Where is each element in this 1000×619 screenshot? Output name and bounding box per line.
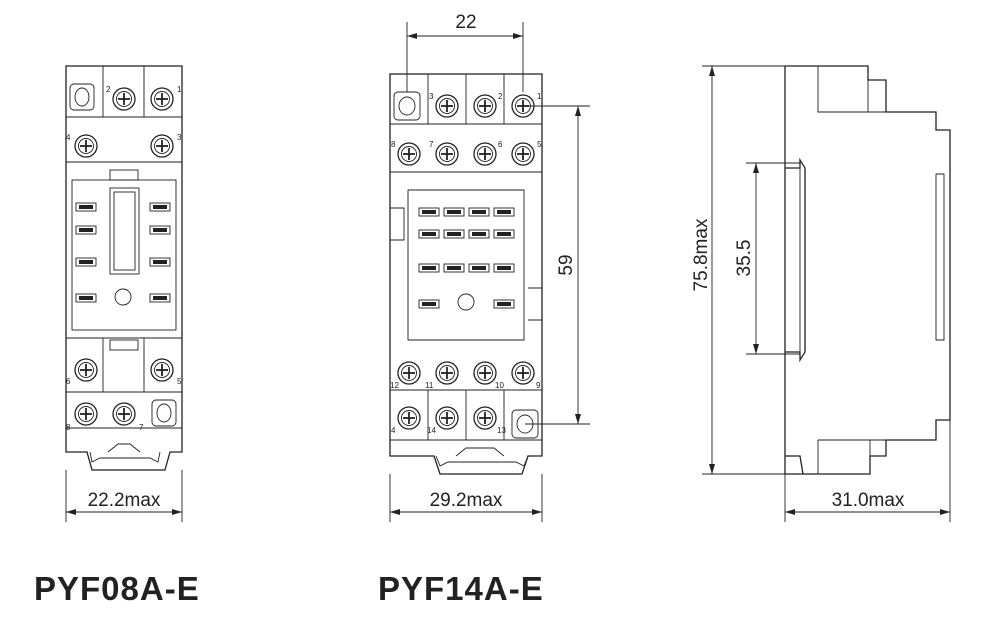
pin-label-left-6: 6 (66, 377, 71, 386)
pin-label-mid-1: 1 (537, 92, 542, 101)
side-depth-label: 31.0max (832, 490, 905, 511)
pin-label-left-5: 5 (177, 377, 182, 386)
middle-height-dimension: 59 (523, 105, 590, 425)
side-depth-dimension: 31.0max (784, 420, 951, 522)
pin-label-left-7: 7 (139, 423, 144, 432)
middle-pitch-dimension: 22 (406, 12, 524, 92)
pin-label-left-8: 8 (66, 423, 71, 432)
pin-label-mid-2: 2 (498, 92, 503, 101)
left-width-dimension: 22.2max (65, 470, 183, 522)
side-view (784, 65, 951, 475)
model-label-pyf14a: PYF14A-E (378, 570, 544, 607)
side-height-dimension: 75.8max (691, 65, 785, 475)
pin-label-left-2: 2 (106, 85, 111, 94)
pin-label-mid-9: 9 (536, 381, 541, 390)
rail-height-label: 35.5 (734, 240, 755, 277)
pin-label-mid-12: 12 (390, 381, 399, 390)
pin-label-mid-7: 7 (429, 140, 434, 149)
middle-pitch-label: 22 (455, 12, 476, 33)
socket-pyf14a: 3 2 1 8 7 6 5 12 11 10 9 4 14 13 (389, 73, 543, 475)
pin-label-left-3: 3 (177, 133, 182, 142)
pin-label-mid-8: 8 (391, 140, 396, 149)
middle-width-dimension: 29.2max (389, 474, 543, 522)
pin-label-mid-13: 13 (497, 426, 506, 435)
model-label-pyf08a: PYF08A-E (34, 570, 200, 607)
pin-label-mid-5: 5 (537, 140, 542, 149)
pin-label-left-4: 4 (66, 133, 71, 142)
socket-pyf08a: 2 1 4 3 6 5 8 7 (65, 65, 183, 471)
pin-label-mid-11: 11 (425, 381, 434, 390)
pin-label-mid-4: 4 (391, 426, 396, 435)
pin-label-left-1: 1 (177, 85, 182, 94)
middle-height-label: 59 (556, 254, 577, 275)
pin-label-mid-10: 10 (495, 381, 504, 390)
pin-label-mid-3: 3 (429, 92, 434, 101)
rail-height-dimension: 35.5 (734, 162, 800, 355)
pin-label-mid-14: 14 (427, 426, 436, 435)
middle-width-label: 29.2max (430, 490, 503, 511)
side-height-label: 75.8max (691, 218, 712, 291)
left-width-label: 22.2max (88, 490, 161, 511)
pin-label-mid-6: 6 (498, 140, 503, 149)
